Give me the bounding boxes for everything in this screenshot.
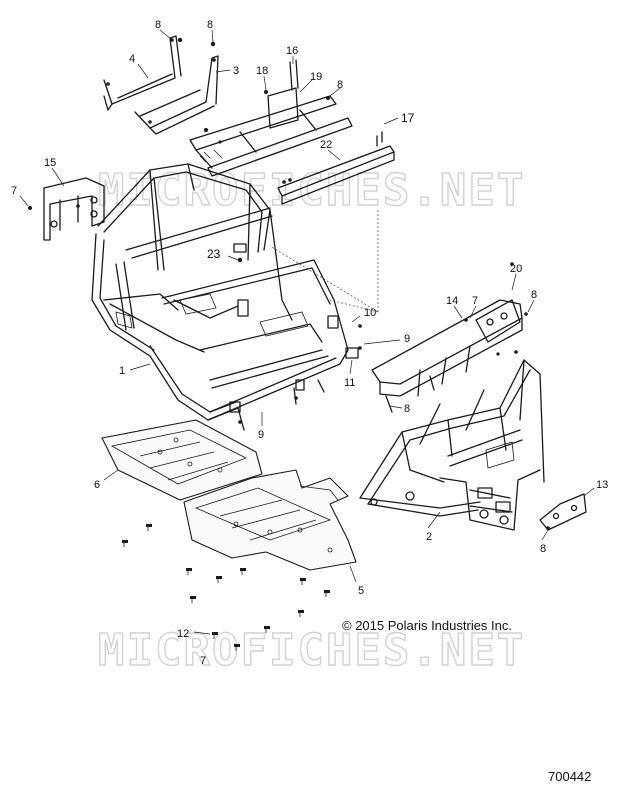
callout-labels: 8 8 4 3 16 18 19 8 17 22 15 7 23 20 14 7… bbox=[11, 19, 608, 667]
fastener-set bbox=[122, 524, 330, 651]
watermark-top: MICROFICHES.NET bbox=[98, 165, 525, 216]
callout-8-right: 8 bbox=[531, 289, 537, 301]
callout-3: 3 bbox=[233, 65, 239, 77]
callout-8-top-left: 8 bbox=[155, 19, 161, 31]
callout-16: 16 bbox=[286, 45, 298, 57]
watermark-bottom: MICROFICHES.NET bbox=[98, 625, 525, 676]
rear-sub-frame bbox=[359, 359, 545, 531]
callout-14: 14 bbox=[446, 295, 458, 307]
callout-9-lower: 9 bbox=[258, 429, 264, 441]
rear-bracket bbox=[539, 493, 587, 531]
callout-15: 15 bbox=[44, 157, 56, 169]
callout-4: 4 bbox=[129, 53, 135, 65]
callout-10: 10 bbox=[364, 307, 376, 319]
seat-slider-frame bbox=[189, 59, 353, 177]
callout-2: 2 bbox=[426, 531, 432, 543]
callout-6: 6 bbox=[94, 479, 100, 491]
callout-8-mid: 8 bbox=[404, 403, 410, 415]
front-skid-plate bbox=[101, 419, 263, 501]
main-chassis-frame bbox=[91, 163, 362, 431]
document-number: 700442 bbox=[548, 769, 591, 784]
rear-crossbar-assembly bbox=[371, 262, 528, 413]
callout-9-upper: 9 bbox=[404, 333, 410, 345]
callout-19: 19 bbox=[310, 71, 322, 83]
callout-20: 20 bbox=[510, 263, 522, 275]
callout-13: 13 bbox=[596, 479, 608, 491]
copyright-notice: © 2015 Polaris Industries Inc. bbox=[342, 618, 512, 633]
callout-17: 17 bbox=[401, 111, 415, 125]
rear-skid-plate bbox=[183, 469, 357, 571]
callout-7-left: 7 bbox=[11, 185, 17, 197]
front-bracket bbox=[28, 177, 105, 241]
callout-8-bottom-right: 8 bbox=[540, 543, 546, 555]
callout-8-slider: 8 bbox=[337, 79, 343, 91]
callout-18: 18 bbox=[256, 65, 268, 77]
callout-7-bottom: 7 bbox=[200, 655, 206, 667]
leader-lines bbox=[19, 29, 595, 635]
callout-7-right: 7 bbox=[472, 295, 478, 307]
cross-bar bbox=[269, 131, 395, 313]
callout-8-top-mid: 8 bbox=[207, 19, 213, 31]
callout-23: 23 bbox=[207, 247, 221, 261]
callout-1: 1 bbox=[119, 365, 125, 377]
seat-bracket-assembly bbox=[103, 35, 219, 135]
callout-11: 11 bbox=[344, 377, 355, 389]
callout-5: 5 bbox=[358, 585, 364, 597]
callout-22: 22 bbox=[320, 139, 332, 151]
callout-12: 12 bbox=[177, 628, 189, 640]
